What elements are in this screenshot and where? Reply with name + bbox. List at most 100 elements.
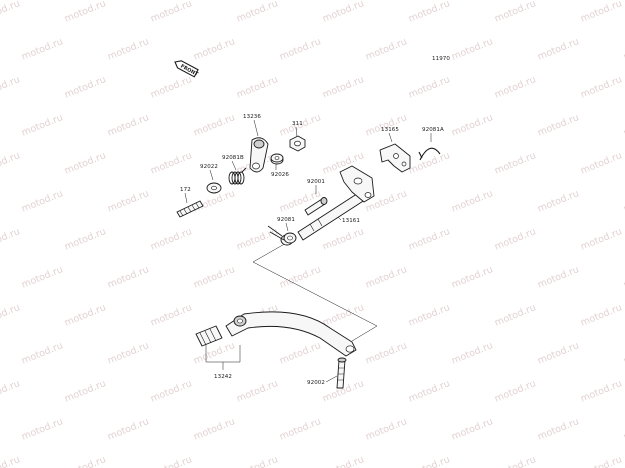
watermark-text: motod.ru <box>579 74 624 101</box>
part-311-nut <box>289 135 306 152</box>
watermark-text: motod.ru <box>321 302 366 329</box>
leader-13165 <box>388 132 393 143</box>
watermark-text: motod.ru <box>493 378 538 405</box>
watermark-text: motod.ru <box>321 74 366 101</box>
watermark-text: motod.ru <box>106 188 151 215</box>
watermark-text: motod.ru <box>63 74 108 101</box>
label-13236: 13236 <box>243 114 261 120</box>
label-13165: 13165 <box>381 127 399 133</box>
watermark-text: motod.ru <box>106 264 151 291</box>
watermark-text: motod.ru <box>579 0 624 25</box>
watermark-text: motod.ru <box>63 454 108 468</box>
part-13161-shaft <box>297 165 375 241</box>
watermark-text: motod.ru <box>536 112 581 139</box>
part-92022-washer <box>206 182 222 194</box>
part-13236-arm <box>249 137 269 173</box>
watermark-text: motod.ru <box>493 302 538 329</box>
part-92002-bolt <box>336 357 347 389</box>
watermark-text: motod.ru <box>493 454 538 468</box>
watermark-text: motod.ru <box>0 226 22 253</box>
watermark-text: motod.ru <box>20 112 65 139</box>
part-172-stud-bolt <box>176 200 204 218</box>
arrow-icon <box>174 60 199 78</box>
watermark-text: motod.ru <box>450 36 495 63</box>
part-92081b-spring <box>228 167 247 185</box>
watermark-text: motod.ru <box>450 416 495 443</box>
label-172: 172 <box>180 187 191 193</box>
label-311: 311 <box>292 121 303 127</box>
watermark-text: motod.ru <box>407 0 452 25</box>
watermark-text: motod.ru <box>407 74 452 101</box>
label-92002: 92002 <box>307 380 325 386</box>
watermark-text: motod.ru <box>20 36 65 63</box>
watermark-text: motod.ru <box>450 264 495 291</box>
watermark-text: motod.ru <box>493 226 538 253</box>
watermark-text: motod.ru <box>493 150 538 177</box>
leader-92002 <box>325 375 338 383</box>
watermark-text: motod.ru <box>364 416 409 443</box>
watermark-text: motod.ru <box>493 74 538 101</box>
watermark-text: motod.ru <box>149 226 194 253</box>
watermark-text: motod.ru <box>579 226 624 253</box>
assembly-guides <box>252 241 378 342</box>
watermark-text: motod.ru <box>192 340 237 367</box>
watermark-text: motod.ru <box>407 378 452 405</box>
leader-311 <box>295 126 298 138</box>
watermark-text: motod.ru <box>278 340 323 367</box>
watermark-text: motod.ru <box>278 416 323 443</box>
watermark-text: motod.ru <box>149 302 194 329</box>
part-13242-shift-pedal <box>195 311 357 357</box>
watermark-text: motod.ru <box>20 188 65 215</box>
shaft-to-pedal-guide <box>252 241 378 342</box>
watermark-text: motod.ru <box>321 226 366 253</box>
watermark-text: motod.ru <box>192 36 237 63</box>
watermark-text: motod.ru <box>63 226 108 253</box>
label-92001: 92001 <box>307 179 325 185</box>
watermark-text: motod.ru <box>192 416 237 443</box>
watermark-text: motod.ru <box>63 378 108 405</box>
watermark-text: motod.ru <box>579 454 624 468</box>
watermark-text: motod.ru <box>149 454 194 468</box>
watermark-text: motod.ru <box>364 36 409 63</box>
label-13242: 13242 <box>214 374 232 380</box>
watermark-text: motod.ru <box>235 226 280 253</box>
watermark-text: motod.ru <box>278 264 323 291</box>
watermark-text: motod.ru <box>63 0 108 25</box>
watermark-text: motod.ru <box>364 264 409 291</box>
watermark-text: motod.ru <box>536 264 581 291</box>
part-92026-collar <box>270 153 284 165</box>
watermark-text: motod.ru <box>450 112 495 139</box>
watermark-text: motod.ru <box>106 416 151 443</box>
watermark-text: motod.ru <box>149 0 194 25</box>
watermark-text: motod.ru <box>364 340 409 367</box>
watermark-text: motod.ru <box>536 416 581 443</box>
watermark-text: motod.ru <box>536 36 581 63</box>
label-13161: 13161 <box>342 218 360 224</box>
watermark-text: motod.ru <box>407 226 452 253</box>
part-92081-spring <box>267 225 297 246</box>
diagram-code: 11970 <box>432 56 450 62</box>
leader-92081 <box>285 222 289 232</box>
watermark-text: motod.ru <box>192 264 237 291</box>
watermark-text: motod.ru <box>0 378 22 405</box>
label-92026: 92026 <box>271 172 289 178</box>
watermark-text: motod.ru <box>235 74 280 101</box>
watermark-text: motod.ru <box>321 454 366 468</box>
watermark-text: motod.ru <box>493 0 538 25</box>
watermark-text: motod.ru <box>0 0 22 25</box>
watermark-text: motod.ru <box>149 150 194 177</box>
watermark-text: motod.ru <box>20 416 65 443</box>
part-92081a-clip <box>418 147 441 161</box>
leader-92081b <box>231 160 237 171</box>
watermark-text: motod.ru <box>20 264 65 291</box>
watermark-text: motod.ru <box>0 74 22 101</box>
watermark-text: motod.ru <box>63 302 108 329</box>
watermark-text: motod.ru <box>0 302 22 329</box>
part-92001-bolt <box>304 197 328 216</box>
watermark-text: motod.ru <box>192 112 237 139</box>
watermark-text: motod.ru <box>106 36 151 63</box>
watermark-text: motod.ru <box>106 112 151 139</box>
label-92022: 92022 <box>200 164 218 170</box>
watermark-text: motod.ru <box>278 36 323 63</box>
watermark-text: motod.ru <box>407 454 452 468</box>
